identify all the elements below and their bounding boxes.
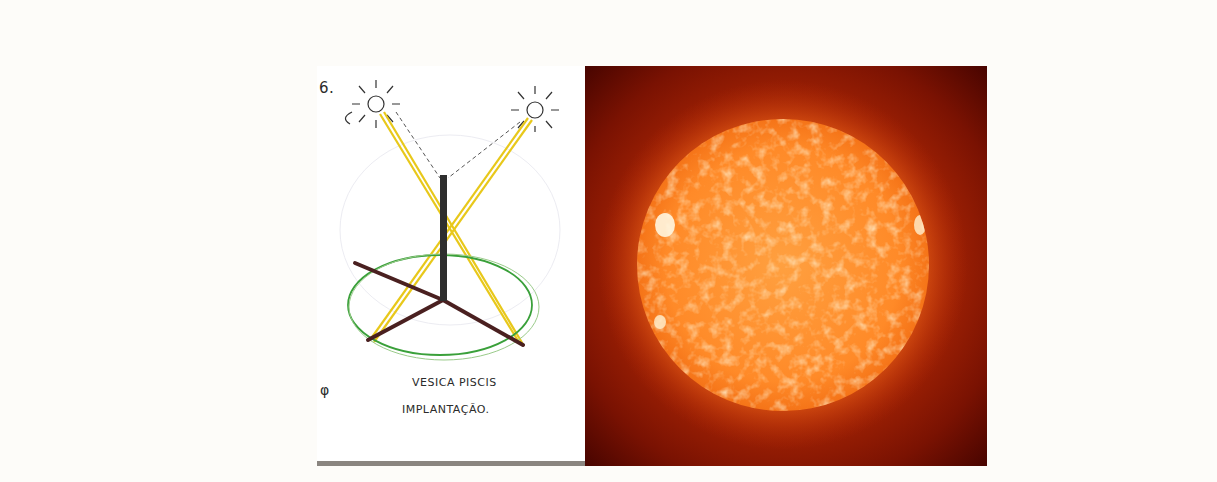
ray-guide [396,112,520,178]
sun-disc [637,119,929,411]
handwritten-label: 6. [319,79,334,97]
paper-edge [317,461,585,466]
handwritten-label: φ [320,382,330,398]
corona [598,80,968,450]
gnomon-pole [440,175,447,301]
sun-photo-bg [585,66,987,466]
sketch-paper [317,66,585,466]
granulation [637,119,929,411]
sun-symbol [345,80,400,128]
handwritten-label: VESICA PISCIS [412,376,497,389]
sun-ray [370,112,532,346]
base-axis [355,263,523,345]
handwritten-label: IMPLANTAÇÃO. [402,403,489,416]
sun-symbol [511,86,559,132]
